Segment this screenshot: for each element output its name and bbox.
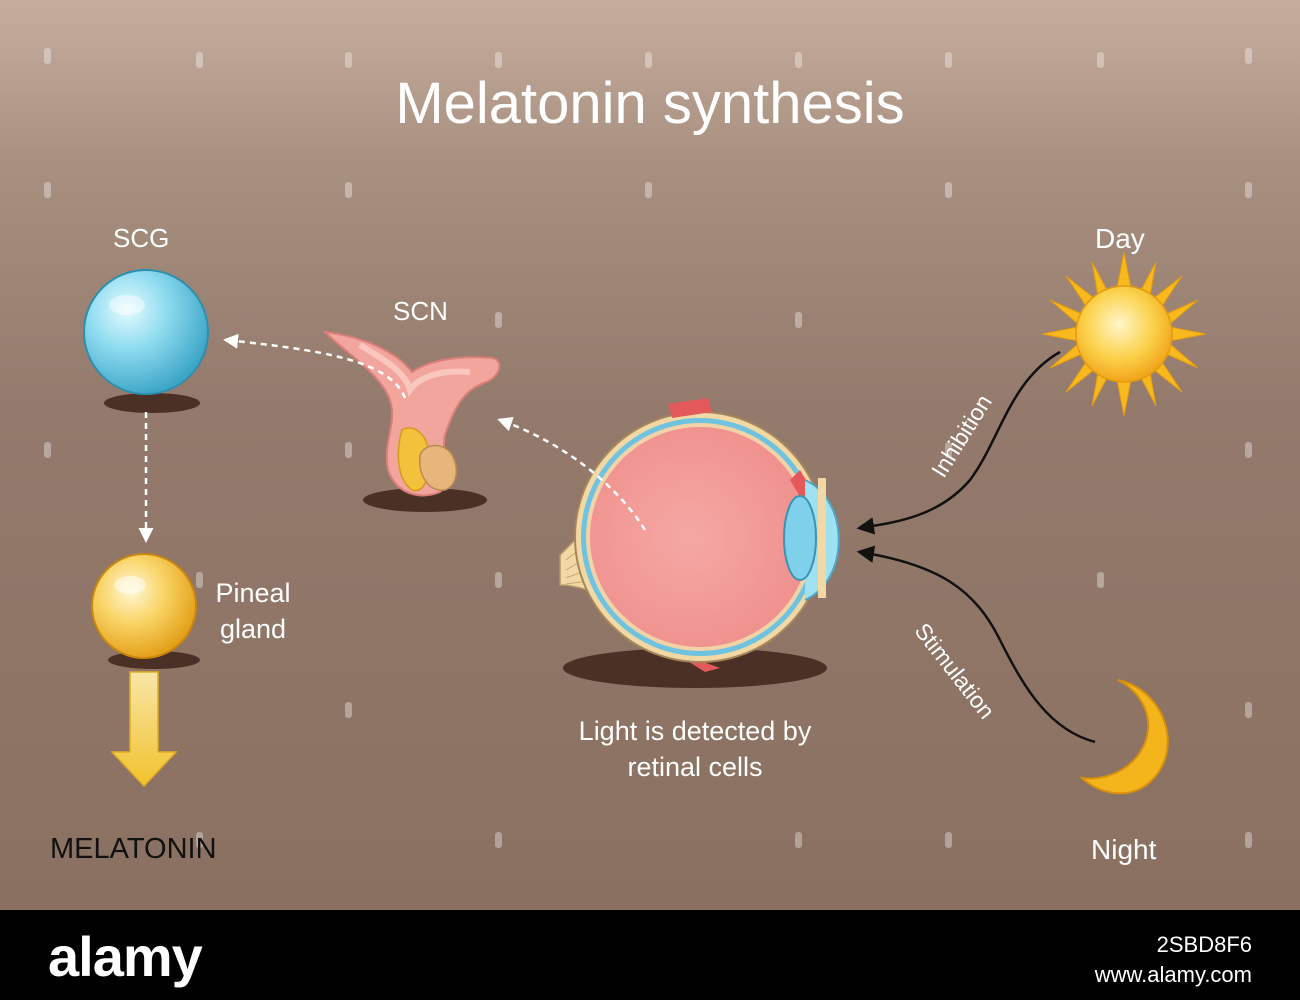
melatonin-arrow [110,671,178,788]
stimulation-arrow [856,545,1096,744]
footer-site: www.alamy.com [1094,962,1252,987]
diagram-title: Melatonin synthesis [395,71,905,136]
pineal-gland-label: Pineal gland [215,578,291,644]
arrow-scn-to-scg [223,333,407,399]
scn-label: SCN [393,296,448,326]
diagram-canvas: Melatonin synthesis SCG SCN Day Night In… [0,0,1300,910]
footer-logo: alamy [48,925,203,988]
scg-sphere [83,269,209,413]
scg-label: SCG [113,223,170,253]
inhibition-arrow [856,350,1061,535]
footer-image-info: 2SBD8F6 www.alamy.com [1095,930,1252,990]
retina-caption: Light is detected by retinal cells [578,716,812,782]
eye [497,398,840,688]
scn-tissue [322,330,501,512]
footer-image-id: 2SBD8F6 [1156,932,1252,957]
stock-footer-bar: alamy 2SBD8F6 www.alamy.com [0,910,1300,1000]
day-label: Day [1095,223,1145,254]
night-label: Night [1091,834,1157,865]
diagram-artwork [44,48,1252,848]
pineal-sphere [91,553,200,669]
sun-icon [1041,251,1207,417]
moon-icon [1079,679,1169,795]
melatonin-label: MELATONIN [50,833,217,865]
